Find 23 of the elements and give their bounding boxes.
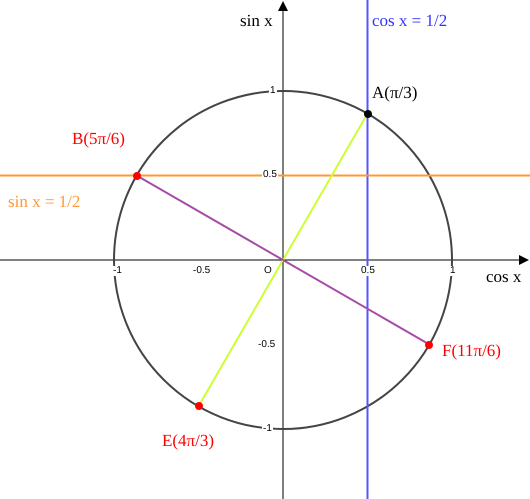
- tick-label: -1: [262, 424, 273, 434]
- point-label: A(π/3): [372, 84, 418, 101]
- equation-label: sin x = 1/2: [8, 193, 80, 210]
- equation-label: cos x = 1/2: [372, 12, 448, 29]
- axis-label: cos x: [486, 268, 522, 285]
- point-marker: [425, 340, 434, 348]
- line-segment: [140, 176, 426, 344]
- point-label: E(4π/3): [162, 432, 214, 449]
- tick-label: 0.5: [262, 170, 278, 180]
- tick-label: -0.5: [192, 266, 212, 276]
- axis-label: sin x: [240, 12, 273, 29]
- point-marker: [132, 172, 141, 180]
- tick-label: O: [263, 266, 273, 276]
- line-segment: [200, 116, 366, 404]
- point-marker: [364, 110, 372, 118]
- point-label: F(11π/6): [442, 342, 501, 359]
- tick-label: 0.5: [360, 266, 376, 276]
- point-label: B(5π/6): [72, 130, 125, 147]
- point-marker: [194, 402, 202, 410]
- tick-label: 1: [449, 266, 457, 276]
- tick-label: -1: [112, 266, 123, 276]
- tick-label: -0.5: [257, 340, 276, 350]
- tick-label: 1: [269, 86, 277, 96]
